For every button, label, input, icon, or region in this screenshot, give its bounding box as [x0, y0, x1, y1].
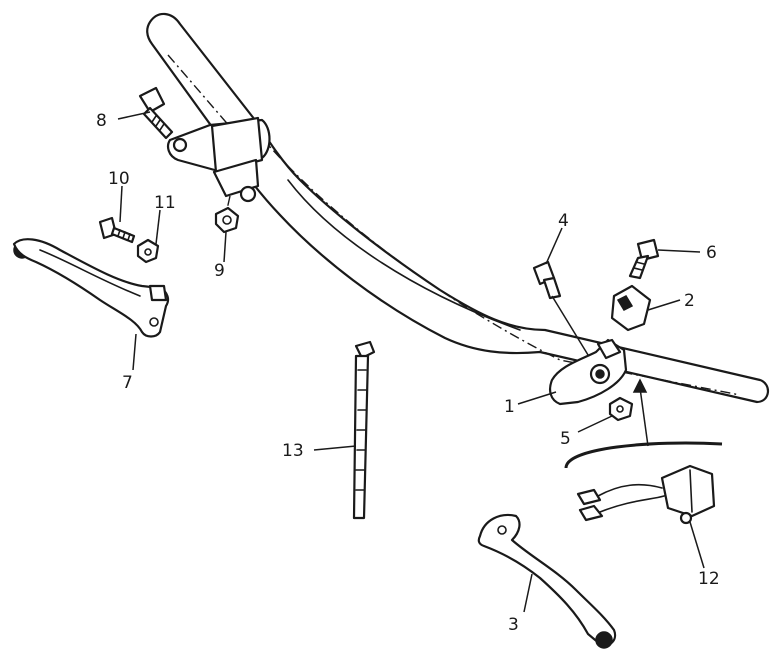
- callout-10: 10: [108, 169, 130, 189]
- bolt-8: [138, 86, 174, 140]
- leader-lines: [117, 111, 705, 613]
- clamp-2: [610, 284, 652, 332]
- callout-4: 4: [558, 211, 569, 231]
- callout-9: 9: [214, 261, 225, 281]
- callout-6: 6: [706, 243, 717, 263]
- handlebar: [146, 12, 769, 404]
- callout-2: 2: [684, 291, 695, 311]
- bolt-6: [628, 238, 660, 280]
- callout-11: 11: [154, 193, 176, 213]
- nut-9: [214, 206, 240, 234]
- callout-8: 8: [96, 111, 107, 131]
- brake-lever-7: [12, 238, 170, 338]
- left-clamp: [167, 116, 271, 215]
- callout-1: 1: [504, 397, 515, 417]
- cable-tie-13: [352, 340, 376, 520]
- assembly-arrow: [632, 378, 649, 447]
- clutch-lever-3: [477, 513, 617, 649]
- switch-12: [576, 464, 716, 525]
- bolt-10: [98, 216, 136, 244]
- callout-3: 3: [508, 615, 519, 635]
- nut-11: [136, 238, 160, 264]
- bolt-4: [532, 260, 597, 369]
- callout-12: 12: [698, 569, 720, 589]
- nut-5: [608, 396, 634, 422]
- callout-5: 5: [560, 429, 571, 449]
- lever-holder-1: [549, 338, 628, 406]
- callout-13: 13: [282, 441, 304, 461]
- group-bracket: [564, 441, 723, 469]
- callout-7: 7: [122, 373, 133, 393]
